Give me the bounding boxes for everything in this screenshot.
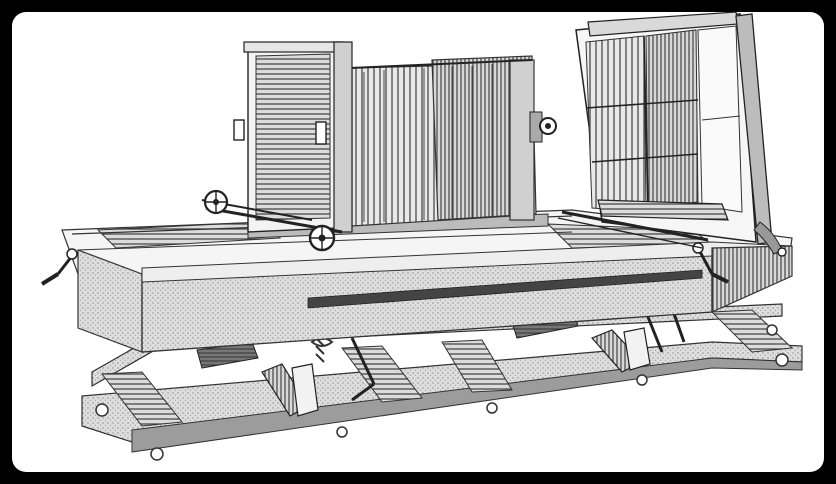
hand-wheel-icon <box>308 224 336 252</box>
illustration-panel <box>12 12 824 472</box>
press-bed <box>61 209 793 353</box>
crank-handle-icon <box>692 242 729 284</box>
open-filter-frame <box>575 12 787 257</box>
guide-bar <box>557 210 709 249</box>
hand-wheel-icon <box>203 189 229 215</box>
lift-mechanism-left <box>196 311 376 417</box>
crank-handle-icon <box>40 248 78 286</box>
filter-plate-pack <box>201 41 557 239</box>
filter-press-engraving <box>40 12 803 461</box>
